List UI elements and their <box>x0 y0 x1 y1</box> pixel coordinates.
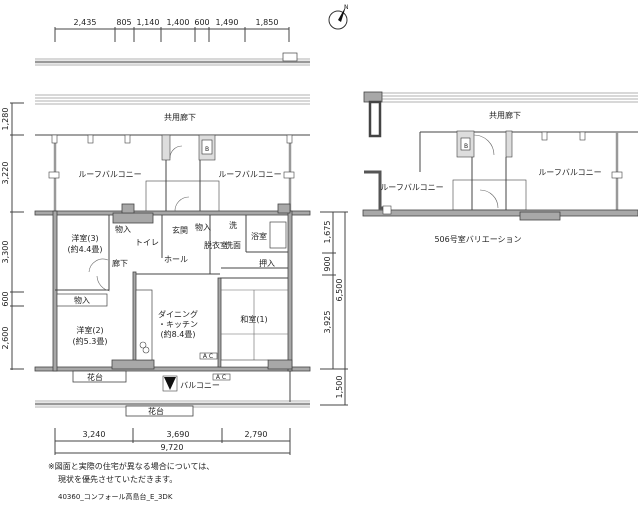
bottom-total-dim: 9,720 <box>161 443 184 452</box>
balcony <box>35 370 310 417</box>
ac-label: A C <box>203 353 213 360</box>
top-dim: 1,850 <box>256 18 279 27</box>
closet-label: 押入 <box>259 258 275 268</box>
western-room-3-label: 洋室(3) <box>71 233 98 243</box>
left-dim: 3,220 <box>1 162 10 185</box>
variation-pipe-space-label: B <box>464 143 468 150</box>
entrance-label: 玄関 <box>172 225 188 235</box>
right-dim: 6,500 <box>335 279 344 302</box>
kitchen-label: ・キッチン <box>158 320 198 329</box>
right-dim: 900 <box>323 256 332 271</box>
left-dim: 2,600 <box>1 327 10 350</box>
storage-label: 物入 <box>195 222 211 232</box>
right-dimension-line <box>320 211 348 406</box>
washer-label: 洗 <box>229 220 237 230</box>
bottom-dimension-line <box>54 428 291 455</box>
pipe-space-label: B <box>205 146 209 153</box>
entrance-direction-icon <box>164 377 176 390</box>
dining-label: ダイニング <box>158 309 198 319</box>
hall-label: ホール <box>164 255 188 264</box>
north-compass-icon <box>328 6 348 30</box>
dining-size: (約8.4畳) <box>161 329 196 339</box>
roof-balcony <box>35 134 310 213</box>
flowerbed-label: 花台 <box>148 406 164 416</box>
right-dim: 1,675 <box>323 221 332 244</box>
disclaimer-line-1: ※図面と実際の住宅が異なる場合については、 <box>48 462 215 471</box>
western-room-2-size: (約5.3畳) <box>73 336 108 346</box>
washroom-label: 洗面 <box>225 240 241 250</box>
roof-balcony-left-label: ルーフバルコニー <box>78 170 141 179</box>
japanese-room-label: 和室(1) <box>240 314 267 324</box>
top-dim: 2,435 <box>74 18 97 27</box>
storage-label: 物入 <box>74 295 90 305</box>
western-room-2-label: 洋室(2) <box>76 325 103 335</box>
variation-roof-balcony-right-label: ルーフバルコニー <box>538 168 601 177</box>
variation-caption: 506号室バリエーション <box>434 234 521 244</box>
bottom-dim: 3,240 <box>83 430 106 439</box>
ac-label: A C <box>216 374 226 381</box>
variation-roof-balcony-left-label: ルーフバルコニー <box>380 183 443 192</box>
balcony-label: バルコニー <box>180 381 220 390</box>
flowerbed-label: 花台 <box>87 372 103 382</box>
corridor-railing <box>35 52 310 105</box>
unit-walls <box>34 203 311 372</box>
left-dim: 3,300 <box>1 241 10 264</box>
corridor-label: 共用廊下 <box>164 112 196 122</box>
variation-plan <box>362 91 638 221</box>
compass-label: N <box>344 4 349 11</box>
toilet-label: トイレ <box>135 238 159 247</box>
bottom-dim: 2,790 <box>245 430 268 439</box>
top-dim: 1,490 <box>216 18 239 27</box>
western-room-3-size: (約4.4畳) <box>68 244 103 254</box>
top-dim: 600 <box>194 18 209 27</box>
hallway-label: 廊下 <box>112 258 128 268</box>
bath-label: 浴室 <box>251 231 267 241</box>
roof-balcony-right-label: ルーフバルコニー <box>218 170 281 179</box>
storage-label: 物入 <box>115 224 131 234</box>
left-dim: 1,280 <box>1 108 10 131</box>
top-dim: 1,140 <box>137 18 160 27</box>
top-dim: 805 <box>116 18 131 27</box>
top-dim: 1,400 <box>167 18 190 27</box>
variation-corridor-label: 共用廊下 <box>489 110 521 120</box>
dressing-room-label: 脱衣室 <box>204 240 228 250</box>
left-dim: 600 <box>1 291 10 306</box>
right-dim: 3,925 <box>323 311 332 334</box>
left-dimension-line <box>10 102 24 370</box>
disclaimer-line-2: 現状を優先させていただきます。 <box>58 475 178 484</box>
right-dim: 1,500 <box>335 376 344 399</box>
bottom-dim: 3,690 <box>167 430 190 439</box>
top-dimension-line <box>54 27 290 42</box>
plan-code: 40360_コンフォール高島台_E_3DK <box>58 493 173 501</box>
